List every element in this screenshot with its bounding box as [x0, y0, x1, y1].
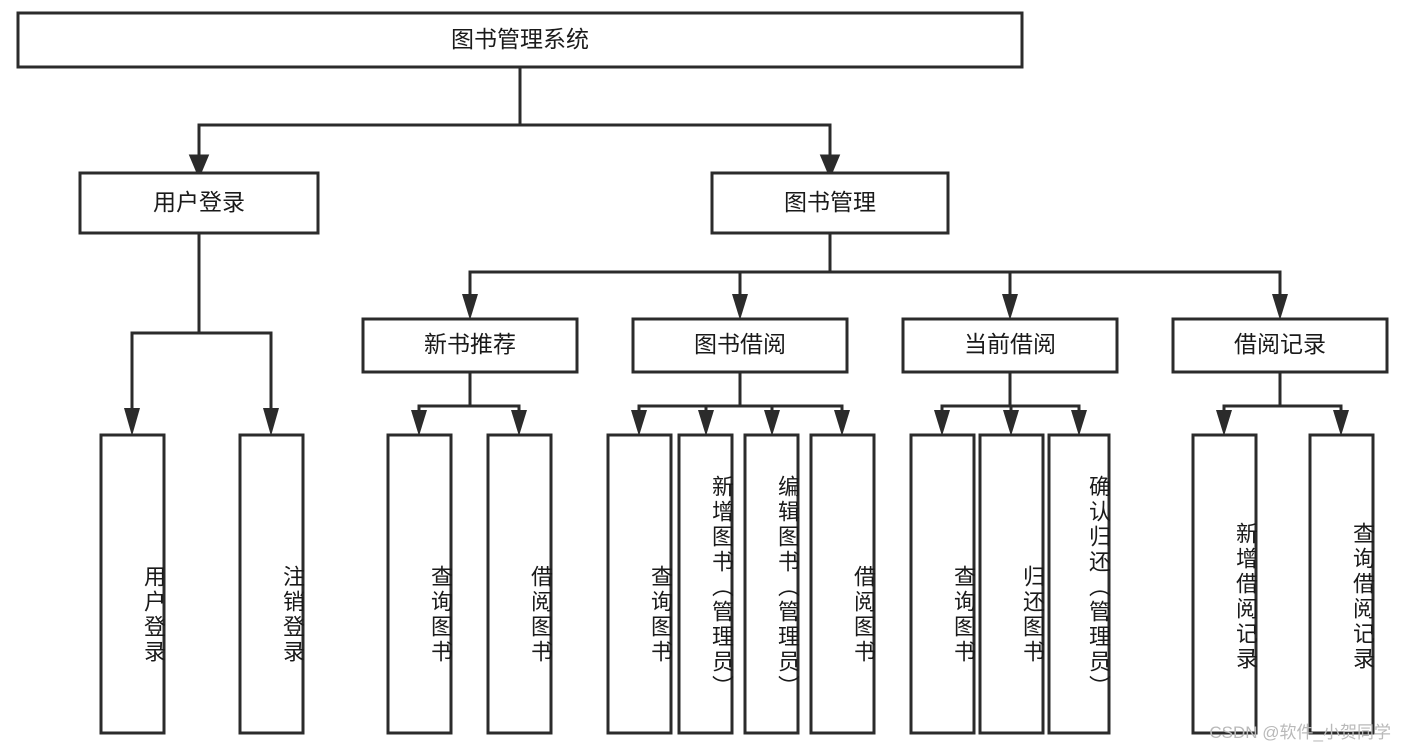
leaf-box-borrow-book-1[interactable] [486, 433, 553, 735]
node-borrow-record[interactable]: 借阅记录 [1171, 317, 1389, 374]
arrowhead-leaf-return-book [1003, 410, 1019, 436]
node-user-login[interactable]: 用户登录 [78, 171, 320, 235]
arrowhead-leaf-query-book-3 [934, 410, 950, 436]
arrowhead-borrow-record [1272, 294, 1288, 320]
node-current-borrow[interactable]: 当前借阅 [901, 317, 1119, 374]
arrowhead-leaf-query-borrow-record [1333, 410, 1349, 436]
node-book-borrow-box[interactable] [631, 317, 849, 374]
leaf-box-group [99, 433, 1375, 735]
arrowhead-book-borrow [732, 294, 748, 320]
arrowhead-book-manage [819, 154, 841, 179]
leaf-box-confirm-return-admin[interactable] [1047, 433, 1111, 735]
node-current-borrow-box[interactable] [901, 317, 1119, 374]
node-book-manage[interactable]: 图书管理 [710, 171, 950, 235]
leaf-box-borrow-book-2[interactable] [809, 433, 876, 735]
leaf-box-user-login[interactable] [99, 433, 166, 735]
leaf-box-user-logout[interactable] [238, 433, 305, 735]
node-root-box[interactable] [16, 11, 1024, 69]
arrowhead-current-borrow [1002, 294, 1018, 320]
node-borrow-record-label: 借阅记录 [1234, 331, 1326, 357]
arrowhead-leaf-user-logout [263, 408, 279, 436]
node-current-borrow-label: 当前借阅 [964, 331, 1056, 357]
arrowhead-leaf-user-login [124, 408, 140, 436]
arrowhead-leaf-borrow-book-1 [511, 410, 527, 436]
arrowhead-leaf-query-book-1 [411, 410, 427, 436]
node-new-book-recommend-label: 新书推荐 [424, 331, 516, 357]
node-book-manage-label: 图书管理 [784, 189, 876, 215]
node-root[interactable]: 图书管理系统 [16, 11, 1024, 69]
leaf-box-query-book-1[interactable] [386, 433, 453, 735]
node-borrow-record-box[interactable] [1171, 317, 1389, 374]
node-book-manage-box[interactable] [710, 171, 950, 235]
arrowhead-leaf-add-borrow-record [1216, 410, 1232, 436]
csdn-watermark: CSDN @软件_小贺同学 [1209, 723, 1391, 742]
node-book-borrow-label: 图书借阅 [694, 331, 786, 357]
arrowhead-leaf-edit-book-admin [764, 410, 780, 436]
connector-group [124, 65, 1349, 436]
arrowhead-leaf-borrow-book-2 [834, 410, 850, 436]
arrowhead-new-book-recommend [462, 294, 478, 320]
node-new-book-recommend[interactable]: 新书推荐 [361, 317, 579, 374]
leaf-box-query-book-3[interactable] [909, 433, 976, 735]
arrowhead-leaf-confirm-return-admin [1071, 410, 1087, 436]
leaf-box-edit-book-admin[interactable] [743, 433, 800, 735]
leaf-box-add-book-admin[interactable] [677, 433, 734, 735]
arrowhead-leaf-add-book-admin [698, 410, 714, 436]
leaf-box-query-borrow-record[interactable] [1308, 433, 1375, 735]
arrowhead-leaf-query-book-2 [631, 410, 647, 436]
node-new-book-recommend-box[interactable] [361, 317, 579, 374]
arrowhead-user-login [188, 154, 210, 179]
node-root-label: 图书管理系统 [451, 26, 589, 52]
leaf-box-query-book-2[interactable] [606, 433, 673, 735]
leaf-box-add-borrow-record[interactable] [1191, 433, 1258, 735]
node-book-borrow[interactable]: 图书借阅 [631, 317, 849, 374]
node-user-login-label: 用户登录 [153, 189, 245, 215]
node-user-login-box[interactable] [78, 171, 320, 235]
leaf-box-return-book[interactable] [978, 433, 1045, 735]
